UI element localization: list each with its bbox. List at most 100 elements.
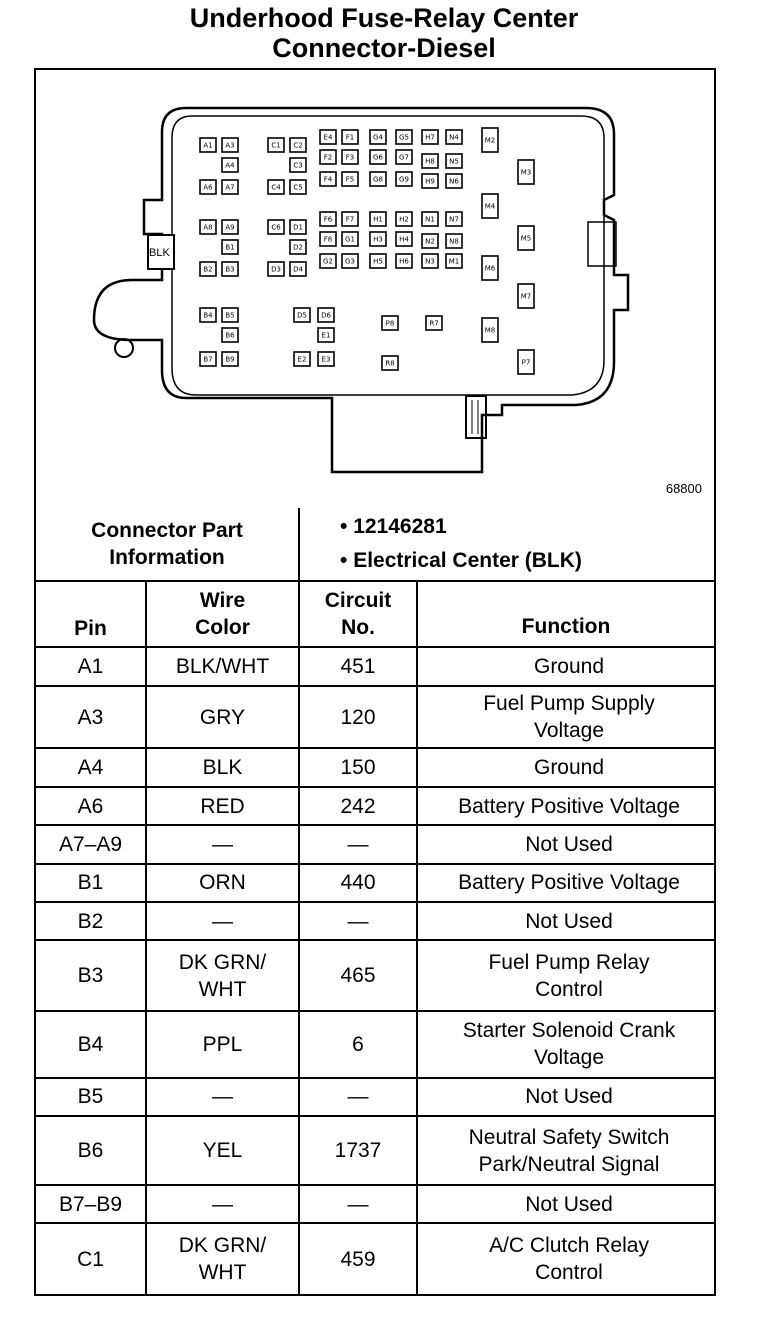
cavity-box — [445, 173, 463, 189]
cavity-box — [221, 179, 239, 195]
electrical-center-item: • Electrical Center (BLK) — [340, 548, 582, 572]
cavity-label: C6 — [271, 224, 281, 232]
cavity-box — [421, 153, 439, 169]
cavity-box — [481, 317, 499, 343]
cavity-label: M7 — [521, 293, 532, 301]
cavity-label: G5 — [399, 134, 409, 142]
cavity-label: D6 — [321, 312, 331, 320]
header-function: Function — [415, 579, 715, 649]
function-cell: Not Used — [415, 824, 715, 865]
cavity-box — [341, 171, 359, 187]
cavity-label: N8 — [449, 238, 459, 246]
page-title: Underhood Fuse-Relay Center — [189, 3, 579, 33]
function-cell: Not Used — [415, 1076, 715, 1118]
cavity-box — [445, 253, 463, 269]
cavity-box — [421, 253, 439, 269]
cavity-box — [221, 307, 239, 323]
pin-cell: B2 — [36, 900, 147, 942]
cavity-box — [289, 157, 307, 173]
cavity-box — [267, 179, 285, 195]
cavity-label: G4 — [373, 134, 383, 142]
cavity-box — [199, 307, 217, 323]
cavity-box — [317, 307, 335, 323]
pin-cell: A4 — [36, 747, 147, 788]
connector-part-row: Connector Part Information • 12146281 • … — [36, 508, 715, 582]
cavity-label: H1 — [373, 216, 383, 224]
cavity-box — [293, 351, 311, 367]
cavity-box — [267, 261, 285, 277]
pin-cell: A6 — [36, 785, 147, 827]
cavity-label: A4 — [225, 162, 235, 170]
cavity-label: C5 — [293, 184, 302, 192]
cavity-label: M1 — [449, 258, 460, 266]
cavity-label: H6 — [399, 258, 409, 266]
function-cell: Ground — [415, 747, 715, 788]
pin-cell: C1 — [36, 1222, 147, 1294]
cavity-box — [199, 219, 217, 235]
cavity-label: P7 — [522, 359, 531, 367]
cavity-box — [481, 193, 499, 219]
cavity-label: G7 — [399, 154, 409, 162]
cavity-label: N1 — [425, 216, 435, 224]
function-cell: Ground — [415, 647, 715, 687]
cavity-box — [289, 219, 307, 235]
cavity-box — [517, 225, 535, 251]
table-row: A7–A9——Not Used — [36, 824, 715, 865]
pin-cell: B3 — [36, 939, 147, 1013]
cavity-box — [481, 255, 499, 281]
circuit-cell: 120 — [298, 684, 418, 750]
wire-color-cell: DK GRN/WHT — [145, 939, 300, 1013]
cavity-box — [421, 233, 439, 249]
cavity-label: G2 — [323, 258, 333, 266]
cavity-box — [221, 157, 239, 173]
cavity-label: G9 — [399, 176, 409, 184]
cavity-box — [317, 327, 335, 343]
cavity-box — [517, 349, 535, 375]
connector-part-info: • 12146281 • Electrical Center (BLK) — [297, 508, 715, 582]
pin-cell: A7–A9 — [36, 824, 147, 865]
cavity-box — [341, 231, 359, 247]
cavity-box — [319, 253, 337, 269]
housing-outline — [92, 106, 630, 474]
cavity-box — [395, 129, 413, 145]
cavity-label: D2 — [293, 244, 303, 252]
cavity-label: M5 — [521, 235, 532, 243]
cavity-label: C2 — [293, 142, 302, 150]
cavity-label: H5 — [373, 258, 383, 266]
wire-color-cell: RED — [145, 785, 300, 827]
cavity-label: B4 — [203, 312, 213, 320]
cavity-box — [199, 261, 217, 277]
cavity-box — [445, 211, 463, 227]
cavity-label: M8 — [485, 327, 496, 335]
wire-color-cell: — — [145, 1183, 300, 1225]
function-cell: Not Used — [415, 1183, 715, 1225]
cavity-box — [199, 179, 217, 195]
cavity-label: C1 — [271, 142, 280, 150]
table-header-row: Pin Wire Color Circuit No. Function — [36, 579, 715, 649]
circuit-cell: — — [298, 900, 418, 942]
cavity-label: E3 — [322, 356, 331, 364]
cavity-box — [341, 211, 359, 227]
cavity-label: B2 — [203, 266, 212, 274]
cavity-label: E2 — [298, 356, 307, 364]
cavity-label: M3 — [521, 169, 532, 177]
cavity-label: B7 — [203, 356, 212, 364]
pin-cell: B5 — [36, 1076, 147, 1118]
cavity-box — [199, 351, 217, 367]
cavity-box — [445, 233, 463, 249]
cavity-label: F1 — [346, 134, 354, 142]
cavity-box — [395, 253, 413, 269]
header-pin: Pin — [36, 579, 147, 649]
cavity-label: G8 — [373, 176, 383, 184]
cavity-label: E4 — [324, 134, 333, 142]
circuit-cell: — — [298, 1183, 418, 1225]
circuit-cell: — — [298, 1076, 418, 1118]
